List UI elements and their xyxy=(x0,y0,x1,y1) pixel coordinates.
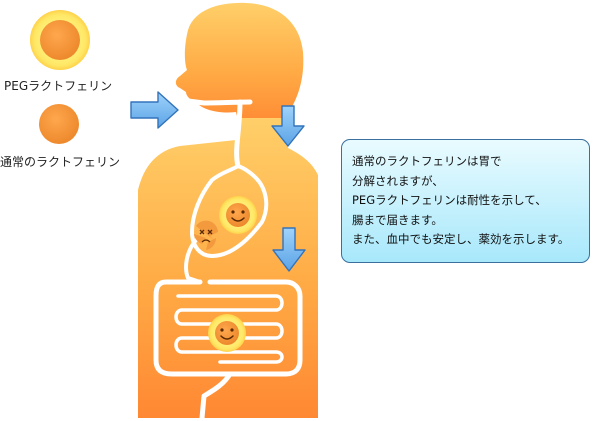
peg-lactoferrin-label: PEGラクトフェリン xyxy=(4,79,113,93)
orange-ball-icon xyxy=(39,104,79,144)
human-silhouette xyxy=(138,2,318,418)
duodenum xyxy=(184,238,202,284)
smiley-face-icon xyxy=(219,196,257,234)
stomach-outline xyxy=(190,164,269,258)
torso-silhouette xyxy=(138,118,318,418)
broken-ball-icon xyxy=(194,220,218,250)
arrow-right-icon xyxy=(130,91,179,129)
arrow-down-icon xyxy=(272,227,306,272)
rectum xyxy=(199,371,233,421)
arrow-down-icon xyxy=(271,105,305,147)
explanation-callout: 通常のラクトフェリンは胃で 分解されますが、 PEGラクトフェリンは耐性を示して… xyxy=(341,139,590,263)
small-intestine xyxy=(174,294,284,364)
callout-line: 分解されますが、 xyxy=(352,173,444,188)
callout-line: また、血中でも安定し、薬効を示します。 xyxy=(352,232,570,247)
glowing-orange-ball-icon xyxy=(30,10,90,70)
normal-lactoferrin-label: 通常のラクトフェリン xyxy=(0,155,121,169)
smiley-face-icon xyxy=(208,314,246,352)
callout-line: 腸まで届きます。 xyxy=(352,212,443,227)
head-silhouette xyxy=(175,2,304,129)
esophagus xyxy=(234,99,243,169)
callout-line: PEGラクトフェリンは耐性を示して、 xyxy=(352,193,547,208)
mouth-to-esophagus xyxy=(177,97,253,106)
callout-line: 通常のラクトフェリンは胃で xyxy=(352,154,502,168)
digestive-tract xyxy=(153,97,303,421)
